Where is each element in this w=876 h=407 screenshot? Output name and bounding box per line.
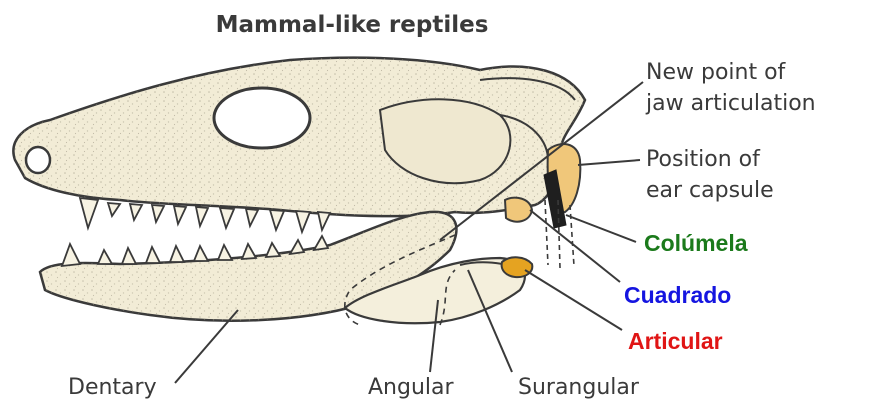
label-surangular: Surangular	[518, 375, 640, 400]
label-new-point-line2: jaw articulation	[645, 91, 816, 116]
label-articular: Articular	[628, 328, 723, 354]
articular-bone	[502, 257, 533, 277]
label-ear-line1: Position of	[646, 147, 761, 172]
label-new-point-line1: New point of	[646, 60, 787, 85]
orbit	[214, 88, 310, 148]
lower-jaw	[40, 212, 525, 325]
label-dentary: Dentary	[68, 375, 157, 400]
title: Mammal-like reptiles	[216, 12, 489, 38]
nostril	[26, 147, 50, 173]
label-columela: Colúmela	[644, 230, 748, 256]
label-cuadrado: Cuadrado	[624, 282, 731, 308]
label-angular: Angular	[368, 375, 454, 400]
label-ear-line2: ear capsule	[646, 178, 774, 203]
